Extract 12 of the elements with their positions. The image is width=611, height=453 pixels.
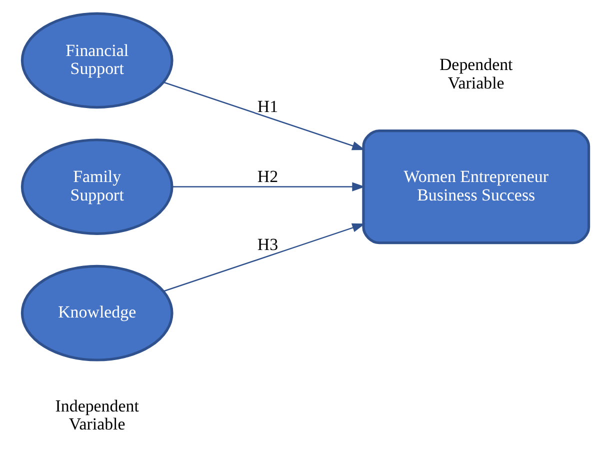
node-ellipse: Financial Support (20, 12, 174, 109)
edge-label: H3 (257, 234, 278, 254)
arrow (172, 182, 366, 192)
edge-label: H1 (257, 96, 278, 116)
arrow (163, 82, 366, 150)
node-box: Women Entrepreneur Business Success (362, 129, 590, 244)
label: Dependent Variable (439, 55, 513, 92)
node-ellipse: Family Support (20, 138, 174, 235)
node-ellipse: Knowledge (20, 264, 174, 362)
label: Independent Variable (55, 396, 139, 434)
arrow (163, 223, 366, 292)
edge-label: H2 (257, 167, 278, 186)
